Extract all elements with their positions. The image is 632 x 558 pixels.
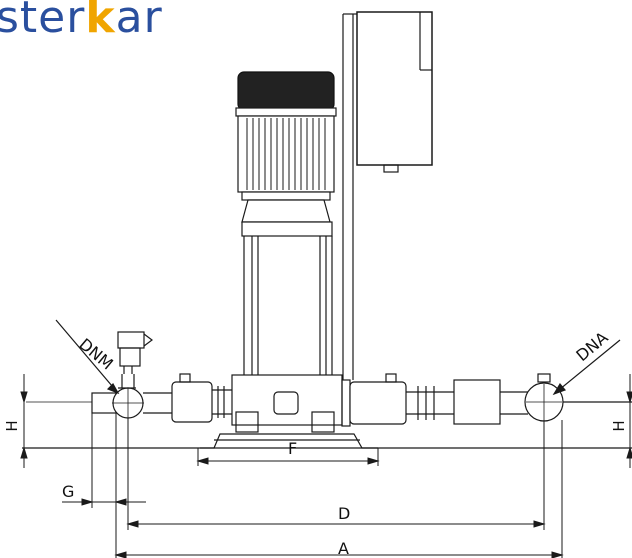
h-dimension-right <box>626 374 632 468</box>
brand-logo: sterkar <box>0 0 163 40</box>
pressure-switch <box>117 331 153 374</box>
brand-logo-part-1: ster <box>0 0 86 43</box>
label-h-right: H <box>610 420 628 431</box>
pump-base <box>200 374 378 449</box>
h-dimension-left <box>20 374 28 468</box>
brand-logo-part-2: k <box>85 0 116 43</box>
label-dna: DNA <box>572 328 611 365</box>
label-f: F <box>288 439 297 458</box>
pump-column <box>243 236 333 380</box>
support-post <box>342 14 354 380</box>
label-h-left: H <box>3 420 21 431</box>
d-dimension <box>126 418 546 530</box>
f-dimension <box>196 448 380 466</box>
a-dimension <box>114 420 564 558</box>
label-d: D <box>338 504 350 523</box>
dna-leader <box>552 339 621 396</box>
centerlines <box>26 384 562 420</box>
discharge-manifold <box>341 373 632 427</box>
suction-manifold <box>91 373 232 423</box>
brand-logo-part-3: ar <box>115 0 163 43</box>
control-panel <box>343 11 433 173</box>
label-a: A <box>338 539 349 558</box>
motor <box>235 71 337 237</box>
g-dimension <box>62 413 146 508</box>
dnm-leader <box>55 319 120 395</box>
label-g: G <box>62 482 74 501</box>
